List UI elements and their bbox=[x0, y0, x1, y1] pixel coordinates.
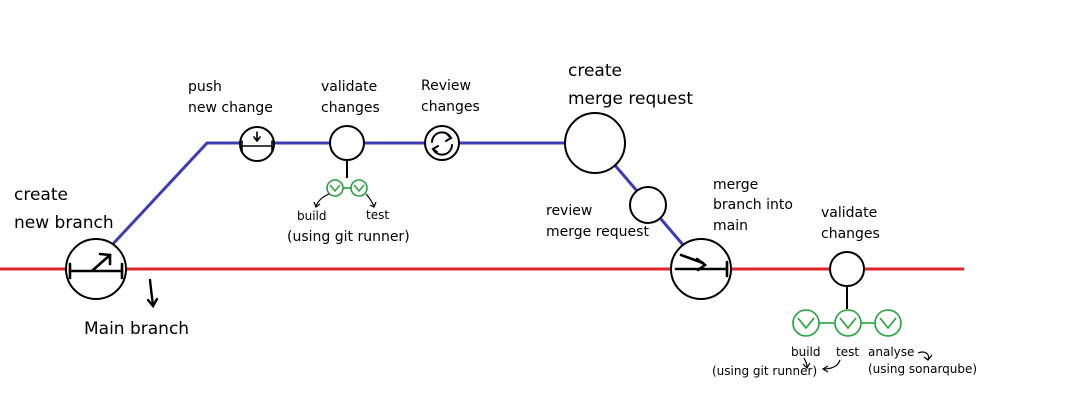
validate-changes-feature-label: validate changes bbox=[321, 79, 382, 116]
create-branch-node bbox=[65, 238, 127, 300]
main-analyse-label: analyse bbox=[868, 345, 914, 359]
merge-node bbox=[670, 238, 732, 300]
validate-changes-main-label: validate changes bbox=[821, 205, 882, 242]
analyse-stage-main-icon bbox=[874, 309, 902, 337]
review-merge-request-node bbox=[629, 186, 667, 224]
create-merge-request-label: create merge request bbox=[568, 61, 693, 109]
feature-runner-note: (using git runner) bbox=[287, 229, 410, 245]
main-branch-arrow-icon bbox=[146, 278, 159, 309]
feature-test-label: test bbox=[366, 208, 389, 222]
merge-branch-into-main-label: merge branch into main bbox=[713, 177, 797, 234]
feature-build-label: build bbox=[297, 209, 327, 223]
push-new-change-label: push new change bbox=[188, 79, 273, 116]
validate-changes-node-main bbox=[829, 251, 865, 287]
create-new-branch-label: create new branch bbox=[14, 185, 114, 233]
review-changes-node bbox=[424, 125, 460, 161]
push-node bbox=[239, 126, 275, 162]
push-arrow-icon bbox=[241, 131, 273, 152]
build-stage-feature-icon bbox=[326, 179, 344, 197]
main-test-label: test bbox=[836, 345, 859, 359]
pipeline-feature bbox=[313, 179, 377, 208]
test-stage-main-icon bbox=[834, 309, 862, 337]
pipeline-main bbox=[792, 309, 933, 373]
main-runner-note: (using git runner) bbox=[712, 364, 817, 378]
merge-arrow-icon bbox=[674, 253, 729, 278]
main-sonar-note: (using sonarqube) bbox=[868, 362, 977, 376]
refresh-icon bbox=[431, 131, 453, 156]
main-build-label: build bbox=[791, 345, 821, 359]
create-merge-request-node bbox=[564, 112, 626, 174]
review-merge-request-label: review merge request bbox=[546, 203, 649, 240]
review-changes-label: Review changes bbox=[421, 78, 480, 115]
branch-arrow-icon bbox=[68, 252, 124, 280]
test-stage-feature-icon bbox=[350, 179, 368, 197]
validate-changes-node-feature bbox=[329, 125, 365, 161]
main-branch-label: Main branch bbox=[84, 319, 189, 339]
build-stage-main-icon bbox=[792, 309, 820, 337]
